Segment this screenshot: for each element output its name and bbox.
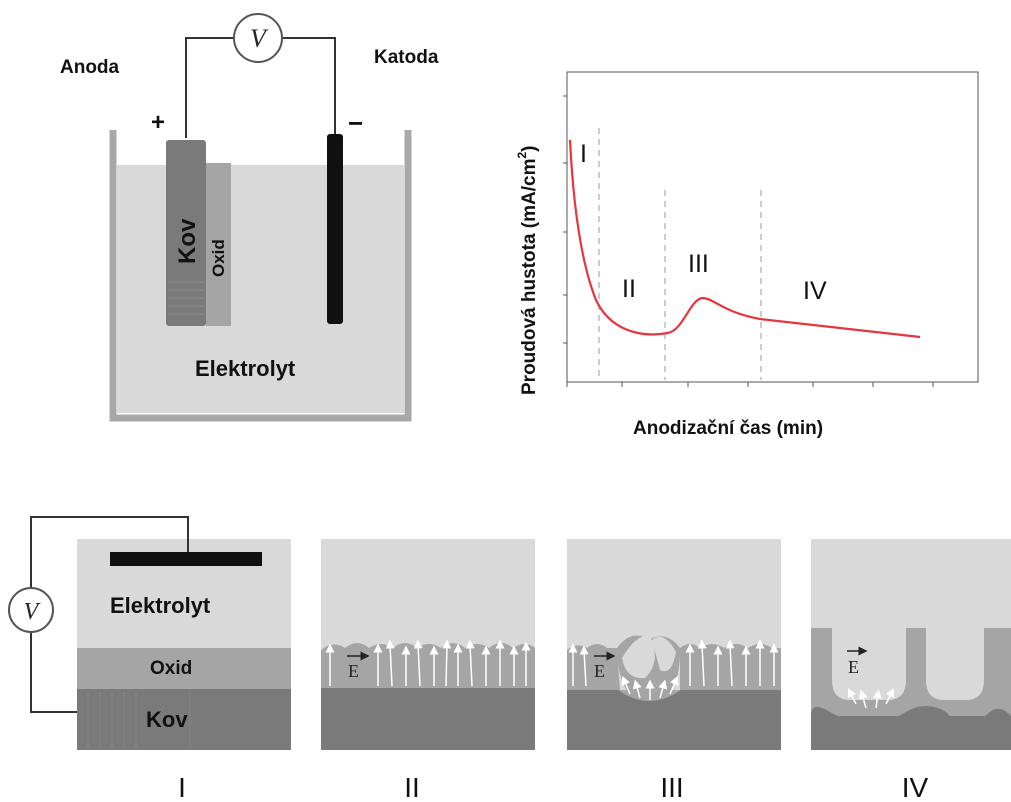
voltmeter-label: V [250,24,269,53]
stage-label-iv: IV [803,277,827,305]
panel-iv-metal-scallops [811,706,1011,750]
y-axis-label-close: ) [519,146,540,152]
minus-sign: − [348,108,363,138]
stage-label-iii: III [688,250,709,278]
bottom-stage-label-ii: II [404,772,420,802]
stage-dividers [598,128,762,380]
panel-iii-field-label: E [594,661,605,681]
panel-ii-field-label: E [348,661,359,681]
panel-stage-iii: E [567,539,781,750]
panel-i-wire [30,516,189,713]
panel-i-voltmeter-icon [8,587,54,633]
electrolyte-fill [117,165,404,413]
panel-iii-pore-opening [622,636,676,679]
panel-iii-field-arrows [568,639,779,700]
bottom-stage-label-iii: III [660,772,683,802]
y-axis-label: Proudová hustota (mA/cm2) [515,146,540,396]
panel-iii-oxide [567,644,781,690]
y-ticks [563,95,567,344]
bottom-stage-label-i: I [178,772,186,802]
panel-iii-metal [567,690,781,750]
cathode-label: Katoda [374,47,439,68]
panel-iv-oxide [811,628,1011,716]
bottom-stage-labels: I II III IV [178,772,928,802]
panel-iv-field-arrows [847,687,895,709]
anode-oxide [206,163,231,326]
panel-i-cathode [110,552,262,566]
panel-ii-field-arrows [325,639,531,687]
plus-sign: + [151,109,165,136]
anode-label: Anoda [60,57,120,78]
panel-i-electrolyte-label: Elektrolyt [110,593,211,618]
panel-i-oxide-label: Oxid [150,658,192,679]
x-ticks [566,382,934,387]
panel-i-metal-texture [87,692,191,748]
current-density-curve [568,139,921,339]
voltmeter-icon [233,13,283,63]
plot-frame [566,71,979,383]
oxide-label: Oxid [209,239,228,277]
stage-label-i: I [580,140,587,168]
panel-iv-field-label: E [848,657,859,677]
y-axis-label-sup: 2 [515,152,529,159]
panel-stage-ii: E [321,539,535,750]
wire-circuit [185,37,336,138]
electrolyte-label: Elektrolyt [195,356,296,381]
panel-i-voltmeter-label: V [24,599,41,625]
panel-i-metal-label: Kov [146,707,188,732]
electrochemical-cell: V Anoda Katoda + − Kov Oxid Elektrolyt [60,13,439,422]
panel-stage-i: V Elektrolyt Oxid Kov [8,516,291,750]
anode-metal [166,140,206,326]
cathode-electrode [327,134,343,324]
panel-i-oxide [77,648,291,689]
panel-i-metal [77,689,291,750]
current-density-graph: I II III IV Proudová hustota (mA/cm2) An… [515,71,979,439]
cell-container [109,130,412,422]
metal-label: Kov [174,218,201,264]
anode-metal-texture [168,281,204,315]
bottom-stage-label-iv: IV [902,772,929,802]
panel-stage-iv: E [811,539,1011,750]
stage-label-ii: II [622,275,636,303]
x-axis-label: Anodizační čas (min) [633,418,823,439]
y-axis-label-text: Proudová hustota (mA/cm [519,159,540,395]
panel-ii-metal [321,688,535,750]
panel-ii-oxide [321,643,535,690]
